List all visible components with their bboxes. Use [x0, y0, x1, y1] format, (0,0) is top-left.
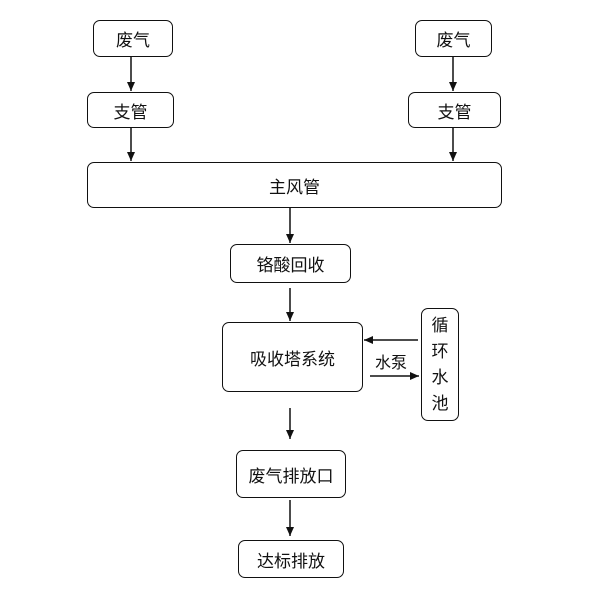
exhaust-right-node: 废气	[415, 20, 492, 57]
compliant-discharge-node: 达标排放	[238, 540, 344, 578]
water-pump-label: 水泵	[375, 353, 408, 372]
pool-char-2: 环	[431, 341, 449, 362]
exhaust-left-node: 废气	[93, 20, 173, 57]
absorption-tower-node: 吸收塔系统	[222, 322, 363, 392]
branch-left-node: 支管	[87, 92, 174, 128]
exhaust-outlet-node: 废气排放口	[236, 450, 346, 498]
pool-char-3: 水	[431, 367, 449, 388]
pool-char-4: 池	[431, 393, 449, 414]
pool-char-1: 循	[431, 315, 449, 336]
chrome-recovery-node: 铬酸回收	[230, 244, 351, 283]
branch-right-node: 支管	[408, 92, 501, 128]
main-duct-node: 主风管	[87, 162, 502, 208]
circulating-pool-node: 循 环 水 池	[421, 308, 459, 421]
